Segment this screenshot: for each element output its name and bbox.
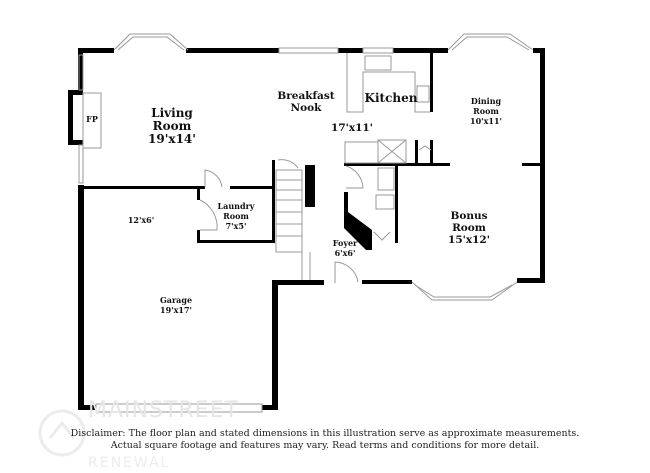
- watermark-subtext: RENEWAL: [88, 455, 171, 471]
- walls: [68, 48, 545, 410]
- fixtures: [78, 33, 534, 413]
- garage-storage-dims: 12'x6': [127, 215, 155, 225]
- watermark-logo-icon: [38, 409, 86, 457]
- dining-room-name: Dining Room: [470, 96, 502, 116]
- foyer-block: Foyer 6'x6': [333, 238, 358, 258]
- fireplace-block: FP: [86, 114, 98, 124]
- breakfast-nook-name: Breakfast Nook: [277, 90, 335, 114]
- living-room-block: Living Room 19'x14': [132, 107, 212, 146]
- foyer-name: Foyer: [332, 238, 358, 248]
- kitchen-name: Kitchen: [364, 91, 418, 105]
- kitchen-dims: 17'x11': [331, 122, 373, 134]
- fireplace-label: FP: [86, 114, 98, 124]
- foyer-dims: 6'x6': [334, 248, 356, 258]
- kitchen-name-block: Kitchen: [365, 92, 418, 105]
- disclaimer: Disclaimer: The floor plan and stated di…: [0, 428, 650, 452]
- garage-dims: 19'x17': [160, 305, 192, 315]
- disclaimer-line-1: Disclaimer: The floor plan and stated di…: [70, 428, 580, 439]
- laundry-room-dims: 7'x5': [225, 221, 247, 231]
- bonus-room-dims: 15'x12': [448, 234, 490, 246]
- bonus-room-block: Bonus Room 15'x12': [439, 210, 499, 246]
- laundry-room-name: Laundry Room: [217, 201, 255, 221]
- dining-room-dims: 10'x11': [470, 116, 502, 126]
- garage-block: Garage 19'x17': [160, 295, 192, 315]
- watermark-text: MAINSTREET: [88, 398, 239, 423]
- bonus-room-name: Bonus Room: [450, 210, 488, 234]
- garage-name: Garage: [159, 295, 193, 305]
- living-room-name: Living Room: [151, 106, 193, 133]
- garage-storage-block: 12'x6': [128, 215, 154, 225]
- breakfast-nook-block: Breakfast Nook: [266, 90, 346, 114]
- disclaimer-line-2: Actual square footage and features may v…: [110, 440, 540, 451]
- laundry-room-block: Laundry Room 7'x5': [206, 201, 266, 231]
- living-room-dims: 19'x14': [148, 132, 196, 146]
- kitchen-dims-block: 17'x11': [331, 122, 373, 134]
- dining-room-block: Dining Room 10'x11': [456, 96, 516, 126]
